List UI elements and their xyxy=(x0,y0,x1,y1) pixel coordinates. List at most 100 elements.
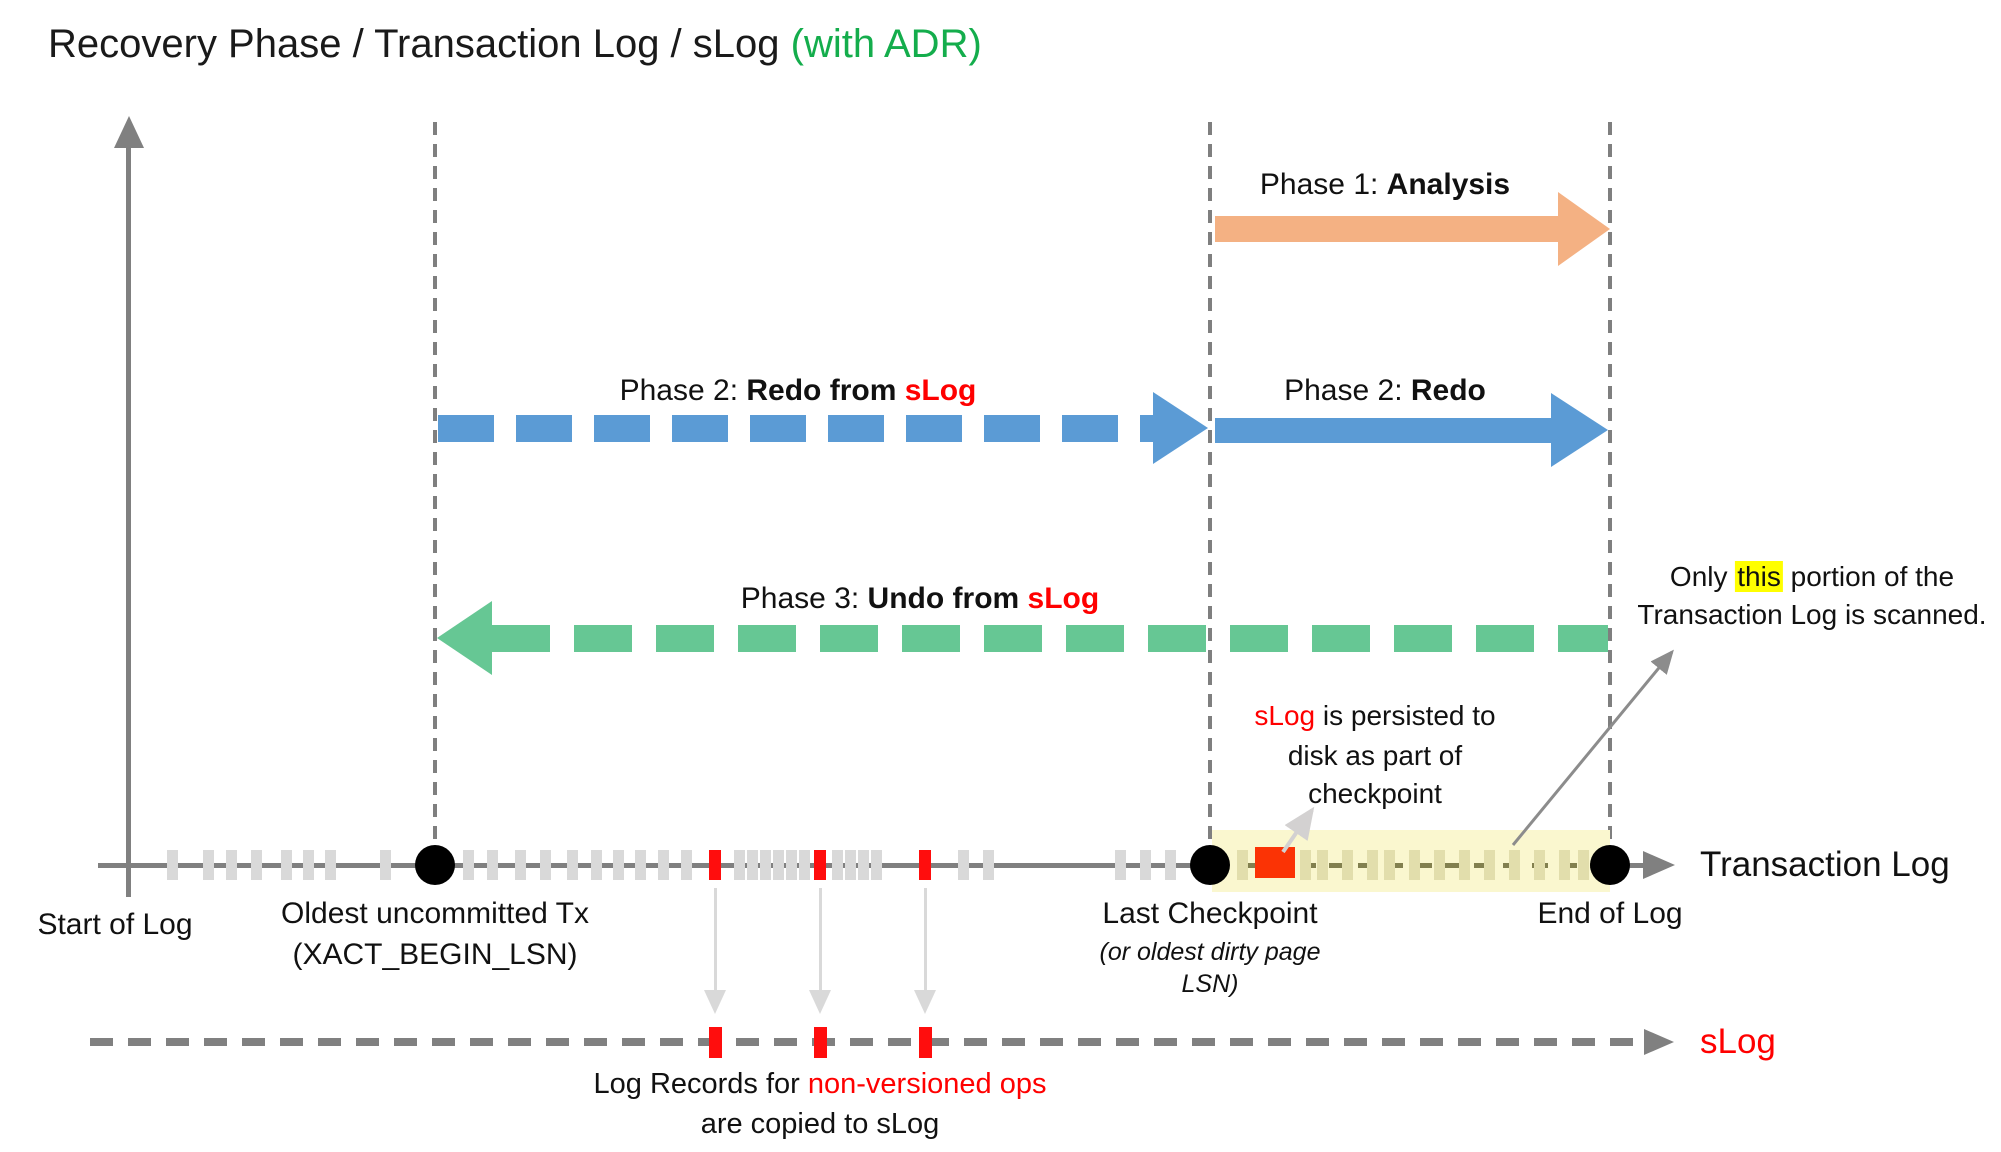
log-tick xyxy=(540,850,551,880)
phase2-label: Phase 2: Redo xyxy=(1284,374,1486,407)
log-tick xyxy=(681,850,692,880)
log-tick xyxy=(303,850,314,880)
log-tick xyxy=(958,850,969,880)
slog-persisted-marker xyxy=(1255,847,1295,878)
copy-arrow-line xyxy=(924,888,927,990)
log-tick xyxy=(567,850,578,880)
log-tick-scanned xyxy=(1367,850,1378,880)
transaction-log-axis-label: Transaction Log xyxy=(1700,845,1950,884)
log-tick-scanned xyxy=(1409,850,1420,880)
start-of-log-label: Start of Log xyxy=(37,908,193,941)
oldest-uncommitted-tx-label: Oldest uncommitted Tx xyxy=(281,897,589,930)
log-position-dot xyxy=(1590,845,1630,885)
vertical-axis-arrowhead-icon xyxy=(114,116,144,148)
last-checkpoint-label: Last Checkpoint xyxy=(1102,897,1318,930)
log-tick xyxy=(871,850,882,880)
phase2-slog-arrowhead-icon xyxy=(1153,392,1208,464)
xact-begin-lsn-label: (XACT_BEGIN_LSN) xyxy=(292,938,578,971)
log-tick xyxy=(487,850,498,880)
persist-note-line2: disk as part of xyxy=(1287,740,1463,771)
log-tick xyxy=(325,850,336,880)
log-tick xyxy=(167,850,178,880)
guide-last-checkpoint xyxy=(1208,122,1212,862)
end-of-log-label: End of Log xyxy=(1537,897,1683,930)
log-tick xyxy=(799,850,810,880)
phase2-arrowhead-icon xyxy=(1551,393,1608,467)
scan-note-pointer-arrow xyxy=(1511,649,1674,846)
slog-tick-copied xyxy=(919,1027,932,1058)
transaction-log-arrowhead-icon xyxy=(1643,851,1675,879)
log-tick xyxy=(515,850,526,880)
log-position-dot xyxy=(1190,845,1230,885)
title-main: Recovery Phase / Transaction Log / sLog xyxy=(48,22,791,66)
log-tick xyxy=(858,850,869,880)
log-tick xyxy=(635,850,646,880)
oldest-dirty-page-label-line1: (or oldest dirty page xyxy=(1099,938,1321,966)
log-tick-nonversioned xyxy=(709,850,721,880)
slog-arrowhead-icon xyxy=(1644,1029,1674,1055)
copy-note-line2: are copied to sLog xyxy=(700,1108,940,1140)
log-tick xyxy=(251,850,262,880)
log-tick xyxy=(786,850,797,880)
phase3-label: Phase 3: Undo from sLog xyxy=(740,582,1100,615)
scan-note-highlight: this xyxy=(1735,561,1783,592)
persist-note-line3: checkpoint xyxy=(1308,778,1442,809)
slog-tick-copied xyxy=(814,1027,827,1058)
copy-arrow-head-icon xyxy=(914,990,936,1014)
phase3-arrowhead-icon xyxy=(437,601,492,675)
log-tick xyxy=(658,850,669,880)
transaction-log-axis-line xyxy=(98,863,1212,868)
log-tick xyxy=(845,850,856,880)
log-tick xyxy=(832,850,843,880)
log-tick xyxy=(1140,850,1151,880)
phase3-arrow-body xyxy=(492,625,1608,652)
title-adr-suffix: (with ADR) xyxy=(790,22,982,66)
log-tick-scanned xyxy=(1459,850,1470,880)
log-tick xyxy=(226,850,237,880)
phase1-arrowhead-icon xyxy=(1558,192,1610,266)
phase2-slog-label: Phase 2: Redo from sLog xyxy=(619,374,977,407)
oldest-dirty-page-label-line2: LSN) xyxy=(1181,970,1239,998)
log-tick xyxy=(747,850,758,880)
log-tick-scanned xyxy=(1317,850,1328,880)
copy-note-line1: Log Records for non-versioned ops xyxy=(593,1068,1047,1100)
log-tick xyxy=(591,850,602,880)
log-tick xyxy=(203,850,214,880)
log-tick-scanned xyxy=(1384,850,1395,880)
phase2-arrow-body xyxy=(1215,418,1553,443)
log-tick-scanned xyxy=(1237,850,1248,880)
log-tick-scanned xyxy=(1534,850,1545,880)
copy-arrow-line xyxy=(819,888,822,990)
page-title: Recovery Phase / Transaction Log / sLog … xyxy=(48,22,982,67)
log-tick-scanned xyxy=(1578,850,1589,880)
scan-note-line2: Transaction Log is scanned. xyxy=(1637,599,1987,630)
log-tick-nonversioned xyxy=(814,850,826,880)
copy-arrow-line xyxy=(714,888,717,990)
scan-note-line1: Only this portion of the xyxy=(1669,561,1955,592)
log-tick-scanned xyxy=(1484,850,1495,880)
slog-axis-line xyxy=(90,1038,1640,1046)
log-tick-scanned xyxy=(1559,850,1570,880)
copy-arrow-head-icon xyxy=(704,990,726,1014)
log-tick xyxy=(760,850,771,880)
log-position-dot xyxy=(415,845,455,885)
phase1-arrow-body xyxy=(1215,216,1560,242)
slog-tick-copied xyxy=(709,1027,722,1058)
log-tick-scanned xyxy=(1509,850,1520,880)
log-tick xyxy=(380,850,391,880)
slog-axis-label: sLog xyxy=(1700,1022,1776,1061)
log-tick xyxy=(1115,850,1126,880)
vertical-axis-line xyxy=(126,146,131,897)
log-tick xyxy=(1165,850,1176,880)
persist-note-line1: sLog is persisted to xyxy=(1254,700,1496,731)
phase1-label: Phase 1: Analysis xyxy=(1259,168,1511,201)
copy-arrow-head-icon xyxy=(809,990,831,1014)
log-tick xyxy=(773,850,784,880)
phase2-slog-arrow-body xyxy=(438,415,1153,442)
log-tick-scanned xyxy=(1342,850,1353,880)
log-tick-scanned xyxy=(1434,850,1445,880)
log-tick xyxy=(983,850,994,880)
guide-end-of-log xyxy=(1608,122,1612,862)
log-tick-nonversioned xyxy=(919,850,931,880)
